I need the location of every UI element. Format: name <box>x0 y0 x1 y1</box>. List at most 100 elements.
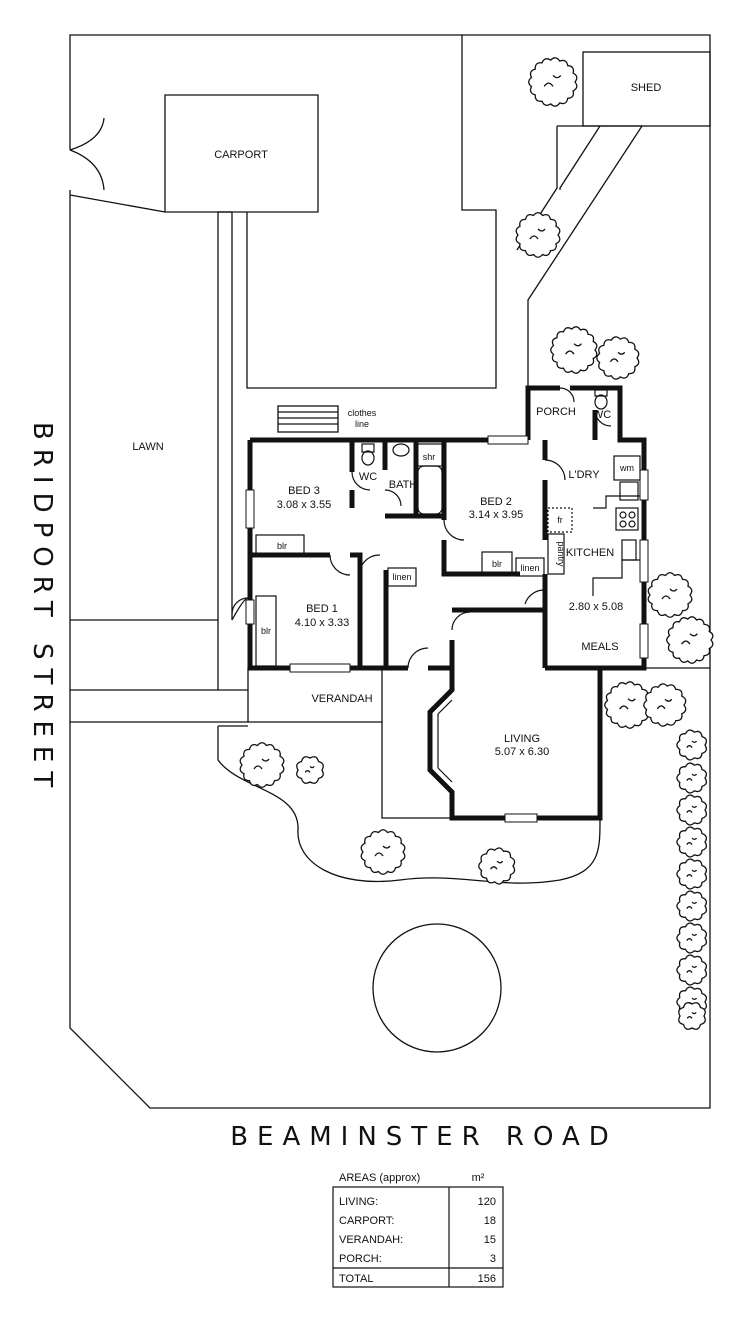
labels: CARPORT SHED LAWN VERANDAH PORCH clothes… <box>27 82 661 1152</box>
tree-icon <box>550 326 598 374</box>
tree-icon <box>676 826 708 858</box>
tree-icon <box>478 847 516 885</box>
cooktop <box>615 507 639 531</box>
site-boundary <box>69 34 711 1109</box>
shower <box>415 443 443 467</box>
laundry-label: L'DRY <box>568 469 600 481</box>
areas-row-label: LIVING: <box>339 1196 378 1208</box>
bed1-dims: 4.10 x 3.33 <box>295 617 349 629</box>
tree-icon <box>666 616 714 664</box>
toilet-outside <box>594 394 608 410</box>
bed3-dims: 3.08 x 3.55 <box>277 499 331 511</box>
tree-icon <box>678 1002 706 1030</box>
tree-detail <box>529 228 546 240</box>
tree-detail <box>543 74 562 87</box>
tree-detail <box>686 965 698 973</box>
shower-label: shr <box>423 452 436 462</box>
shed-outline <box>582 51 711 127</box>
tree-detail <box>609 351 626 363</box>
street-side-label: BRIDPORT STREET <box>27 422 57 796</box>
tree-icon <box>528 57 578 107</box>
areas-total-value: 156 <box>478 1273 496 1285</box>
areas-row-value: 15 <box>484 1234 496 1246</box>
tree-icon <box>596 336 640 380</box>
clothes-line <box>277 405 339 433</box>
gate-leaf-top <box>69 117 105 151</box>
tree-detail <box>374 845 391 857</box>
lawn-label: LAWN <box>132 441 163 453</box>
blr-bed2-label: blr <box>492 559 502 569</box>
linen1-box <box>387 567 417 587</box>
tree-icon <box>676 794 708 826</box>
garden-bed-curve <box>217 668 601 884</box>
kitchen-dims: 2.80 x 5.08 <box>569 601 623 613</box>
wm-box <box>613 455 641 481</box>
sink <box>621 539 637 561</box>
fridge-box <box>547 507 573 533</box>
fixtures <box>231 387 641 783</box>
tree-detail <box>686 933 698 941</box>
areas-row-label: PORCH: <box>339 1253 382 1265</box>
living-dims: 5.07 x 6.30 <box>495 746 549 758</box>
tree-icon <box>676 922 708 954</box>
tree-detail <box>686 805 698 813</box>
meals-label: MEALS <box>581 641 618 653</box>
wc-outside-label: WC <box>593 409 611 421</box>
areas-row-value: 3 <box>490 1253 496 1265</box>
areas-row-label: VERANDAH: <box>339 1234 403 1246</box>
windows <box>245 435 649 823</box>
tree-icon <box>360 829 406 875</box>
verandah-label: VERANDAH <box>311 693 372 705</box>
areas-row-value: 120 <box>478 1196 496 1208</box>
clothes-line-label-2: line <box>355 419 369 429</box>
blr-bed3-label: blr <box>277 541 287 551</box>
basin <box>392 443 410 457</box>
trees <box>239 57 714 1030</box>
carport-label: CARPORT <box>214 149 268 161</box>
tree-detail <box>661 588 678 600</box>
linen1-label: linen <box>392 572 411 582</box>
linen2-box <box>515 557 545 577</box>
house-walls <box>247 385 647 821</box>
areas-total-label: TOTAL <box>339 1273 373 1285</box>
tree-icon <box>676 954 708 986</box>
tree-detail <box>619 698 636 710</box>
bed2-dims: 3.14 x 3.95 <box>469 509 523 521</box>
tree-detail <box>490 860 504 870</box>
tree-detail <box>656 698 673 710</box>
bed2-name: BED 2 <box>480 496 512 508</box>
tree-icon <box>676 858 708 890</box>
pantry-label: pantry <box>556 541 566 567</box>
tree-icon <box>604 681 652 729</box>
areas-title: AREAS (approx) <box>339 1172 420 1184</box>
garden-bed-outline <box>246 35 497 389</box>
tree-detail <box>565 343 582 355</box>
carport-outline <box>164 94 319 213</box>
tree-icon <box>239 742 285 788</box>
tree-icon <box>676 890 708 922</box>
tree-icon <box>643 683 687 727</box>
toilet <box>361 450 375 466</box>
tree-icon <box>296 756 324 784</box>
tree-icon <box>647 572 693 618</box>
tree-detail <box>681 633 698 645</box>
blr-bed1-box <box>255 595 277 667</box>
shed-label: SHED <box>631 82 662 94</box>
pantry-box <box>547 533 565 575</box>
areas-unit: m² <box>472 1172 485 1184</box>
pond-circle <box>372 923 502 1053</box>
linen2-label: linen <box>520 563 539 573</box>
blr-bed3-box <box>255 534 305 556</box>
wm-label: wm <box>619 463 634 473</box>
bed3-name: BED 3 <box>288 485 320 497</box>
blr-bed2-box <box>481 551 513 575</box>
blr-bed1-label: blr <box>261 626 271 636</box>
tree-detail <box>686 837 698 845</box>
porch-label: PORCH <box>536 406 576 418</box>
driveway-edge <box>69 194 166 213</box>
lawn-boundary <box>70 619 219 691</box>
wc-inside-label: WC <box>359 471 377 483</box>
living-name: LIVING <box>504 733 540 745</box>
kitchen-name: KITCHEN <box>566 547 614 559</box>
